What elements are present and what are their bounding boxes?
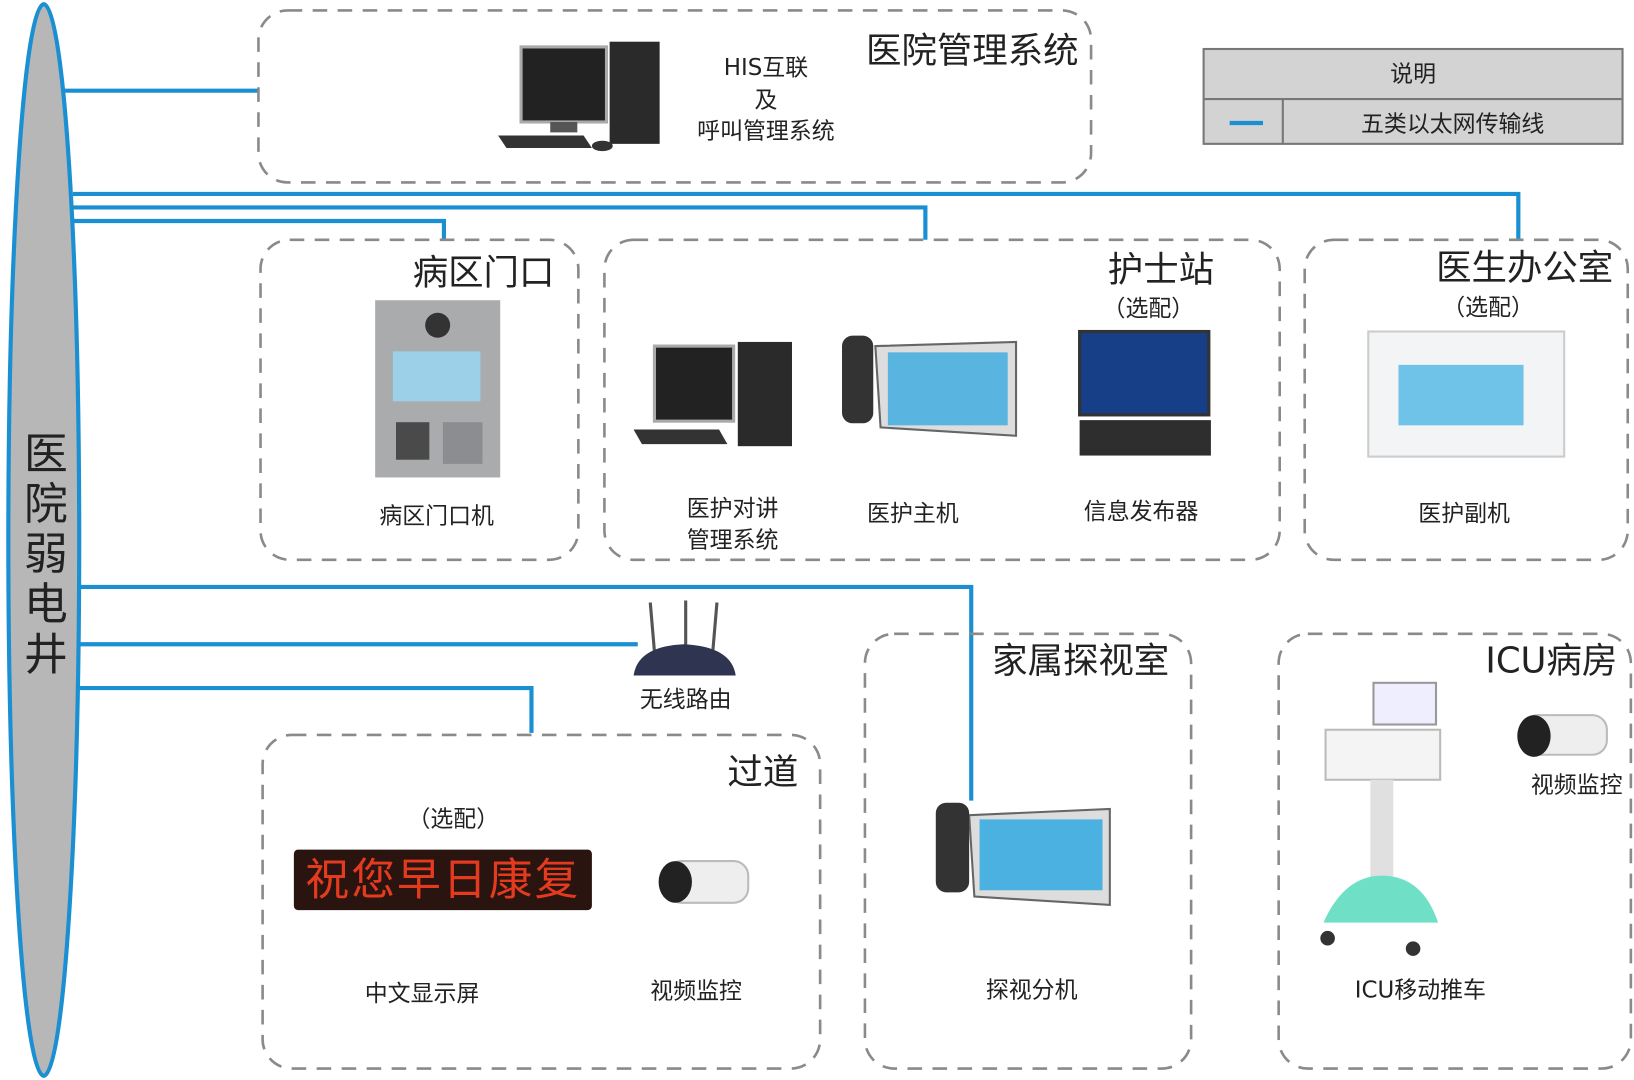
label: ICU病房 — [1485, 640, 1617, 681]
label: 病区门口机 — [379, 503, 494, 529]
label: 弱 — [24, 529, 68, 580]
label: 医护副机 — [1418, 501, 1510, 527]
label: 管理系统 — [687, 527, 779, 553]
label: 中文显示屏 — [365, 981, 480, 1007]
label: 呼叫管理系统 — [697, 119, 835, 145]
label: 医护对讲 — [687, 496, 779, 522]
camera-icon — [658, 860, 750, 904]
door-station-icon — [375, 300, 501, 478]
his-title: 医院管理系统 — [866, 31, 1078, 72]
label: 医护主机 — [867, 501, 959, 527]
legend: 说明 五类以太网传输线 — [1202, 47, 1624, 145]
label: 无线路由 — [640, 687, 732, 713]
label: 过道 — [727, 752, 798, 793]
label: 电 — [24, 579, 68, 630]
his-section: 医院管理系统 HIS互联 及 呼叫管理系统 — [257, 9, 1093, 184]
label: （选配） — [1103, 296, 1195, 322]
visit-terminal-icon — [935, 802, 1111, 906]
wireless-router: 无线路由 — [633, 600, 736, 713]
label: HIS互联 — [724, 55, 808, 81]
led-text: 祝您早日康复 — [305, 854, 580, 905]
label: 视频监控 — [650, 979, 742, 1005]
label: 院 — [24, 479, 68, 530]
icu-cart-icon — [1320, 681, 1442, 956]
label: 家属探视室 — [992, 640, 1169, 681]
master-station-icon — [842, 335, 1018, 437]
corridor-section: 过道 （选配） 祝您早日康复 中文显示屏 视频监控 — [261, 733, 822, 1070]
label: ICU移动推车 — [1355, 978, 1486, 1004]
icu-section: ICU病房 视频监控 ICU移动推车 — [1277, 632, 1633, 1070]
label: 信息发布器 — [1084, 499, 1199, 525]
legend-title: 说明 — [1390, 61, 1436, 87]
visit-room-section: 家属探视室 探视分机 — [863, 632, 1193, 1070]
info-publisher-icon — [1078, 329, 1211, 456]
legend-line-desc: 五类以太网传输线 — [1361, 111, 1544, 137]
label: 视频监控 — [1531, 772, 1623, 798]
label: 及 — [754, 87, 777, 113]
weak-current-shaft: 医 院 弱 电 井 — [6, 2, 82, 1078]
label: （选配） — [1442, 295, 1534, 321]
doctor-office-section: 医生办公室 （选配） 医护副机 — [1303, 238, 1630, 562]
computer-icon — [498, 41, 660, 152]
nurse-station-section: 护士站 （选配） 医护对讲 管理系统 医护主机 信息发布器 — [603, 238, 1281, 562]
label: 探视分机 — [986, 978, 1078, 1004]
computer-icon — [633, 341, 792, 447]
label: 井 — [24, 629, 68, 680]
network-wires — [64, 88, 1521, 801]
label: 医生办公室 — [1436, 247, 1613, 288]
sub-station-icon — [1367, 330, 1566, 458]
label: 病区门口 — [413, 253, 555, 294]
label: （选配） — [407, 807, 499, 833]
camera-icon — [1517, 714, 1608, 757]
label: 医 — [24, 429, 68, 480]
led-display — [293, 849, 592, 911]
ward-door-section: 病区门口 病区门口机 — [259, 238, 580, 562]
label: 护士站 — [1108, 249, 1214, 290]
